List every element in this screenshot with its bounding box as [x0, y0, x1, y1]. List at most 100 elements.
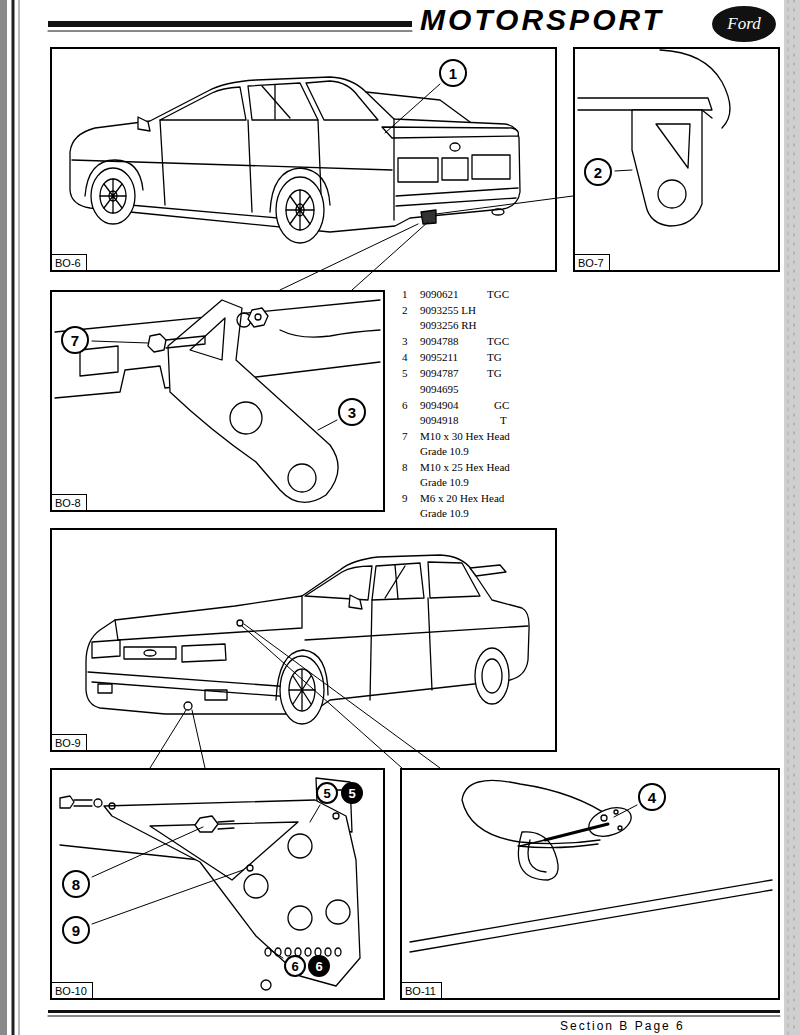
parts-table-cell: 4: [402, 350, 408, 365]
tow-bracket-rear-part: [190, 318, 225, 360]
callout-number: 4: [638, 783, 666, 811]
car-rear-view-part: [72, 160, 392, 170]
tow-plate-front-part: [335, 948, 341, 956]
callout-number-text: 6: [315, 960, 322, 973]
tow-bracket-rear-part: [148, 334, 166, 352]
car-rear-view-part: [306, 81, 378, 120]
car-rear-view-part: [442, 158, 468, 180]
car-rear-view-part: [396, 188, 518, 196]
parts-table-cell: GC: [494, 398, 509, 413]
parts-table-cell: 9: [402, 491, 408, 506]
bonnet-pin-part: [585, 802, 635, 841]
leader-lines-part: [310, 805, 320, 822]
tow-plate-front-part: [325, 948, 331, 956]
tow-plate-front-part: [244, 874, 268, 898]
tow-bracket-small-part: [632, 110, 702, 226]
car-front-view-part: [428, 598, 432, 690]
callout-number: 8: [62, 870, 90, 898]
car-rear-view-part: [492, 209, 504, 215]
car-front-view-part: [372, 563, 424, 600]
detail-lines-part: [150, 710, 186, 768]
tow-bracket-rear-part: [230, 402, 262, 434]
tow-plate-front-part: [109, 803, 115, 809]
bonnet-pin-part: [410, 890, 772, 952]
parts-table-cell: 9094695: [420, 382, 459, 397]
detail-lines-part: [192, 710, 205, 768]
bonnet-pin-part: [410, 880, 772, 942]
parts-table-cell: 9093255 LH: [420, 303, 476, 318]
car-front-view-part: [92, 640, 120, 658]
detail-lines: [150, 196, 573, 768]
car-rear-view-part: [396, 198, 516, 206]
tow-bracket-small-part: [658, 180, 686, 208]
figure-label: BO-8: [52, 494, 87, 510]
callout-number: 5: [316, 782, 338, 804]
tow-bracket-rear-part: [248, 308, 268, 327]
bonnet-pin-part: [518, 844, 598, 848]
parts-table-cell: 5: [402, 366, 408, 381]
leader-lines-part: [318, 420, 337, 430]
tow-plate-front-part: [60, 796, 74, 808]
bonnet-pin: [410, 780, 772, 952]
car-front-view-part: [124, 647, 176, 659]
header-logo-text: MOTORSPORT: [420, 3, 664, 37]
figure-panel: BO-61: [50, 47, 557, 272]
page-edge-part: [19, 0, 20, 1035]
tow-plate-front-part: [104, 800, 360, 986]
car-front-view-part: [182, 644, 226, 662]
page-footer: Section B Page 6: [560, 1019, 685, 1034]
figure-label: BO-10: [52, 982, 93, 998]
callout-number-text: 8: [72, 877, 80, 892]
page-edge-part: [12, 0, 15, 1035]
car-front-view-part: [305, 626, 528, 640]
car-rear-view-part: [276, 177, 324, 243]
car-front-view-part: [482, 659, 502, 693]
parts-table-cell: 9094904: [420, 398, 459, 413]
car-rear-view-part: [393, 119, 394, 220]
car-rear-view-part: [398, 158, 438, 182]
page-edge-part: [794, 0, 795, 1035]
car-rear-view-part: [286, 190, 314, 230]
bonnet-pin-part: [614, 810, 618, 814]
bonnet-pin-part: [520, 840, 545, 846]
car-rear-view-part: [286, 190, 314, 230]
parts-table-cell: 8: [402, 460, 408, 475]
callout-number-text: 5: [323, 787, 330, 800]
car-front-view-part: [86, 555, 529, 714]
tow-plate-front-part: [288, 834, 312, 858]
callout-number-text: 5: [348, 787, 355, 800]
tow-bracket-rear-part: [255, 314, 261, 320]
car-rear-view-part: [450, 143, 460, 151]
callout-number: 9: [62, 916, 90, 944]
car-rear-view-part: [472, 155, 510, 179]
parts-table-cell: TG: [487, 350, 502, 365]
parts-table-cell: 9094918: [420, 413, 459, 428]
callout-number: 1: [439, 59, 467, 87]
footer-rule: [48, 1010, 780, 1016]
car-front-view-part: [88, 672, 305, 688]
parts-table-cell: TG: [487, 366, 502, 381]
figure-panel: BO-9: [50, 528, 557, 752]
tow-plate-front-part: [305, 948, 311, 956]
detail-lines-part: [244, 624, 440, 768]
tow-bracket-small-part: [578, 98, 712, 110]
car-rear-view-part: [160, 87, 246, 120]
leader-lines-part: [270, 950, 283, 958]
logo-oval: Ford: [712, 6, 776, 42]
tow-bracket-small-part: [656, 124, 690, 168]
bonnet-pin-part: [528, 840, 546, 872]
figure-label: BO-11: [402, 982, 442, 998]
callout-number: 2: [584, 158, 612, 186]
parts-table-cell: M10 x 30 Hex Head Grade 10.9: [420, 429, 532, 459]
tow-plate-front-part: [94, 799, 102, 807]
car-rear-view-part: [274, 85, 275, 119]
figure-panel: BO-10558966: [50, 768, 385, 1000]
tow-plate-front: [60, 778, 360, 990]
header-rule-part: [48, 21, 412, 27]
page-edge-part: [788, 0, 789, 1035]
parts-table-cell: TGC: [487, 287, 509, 302]
callout-number-text: 7: [71, 333, 79, 348]
parts-table-cell: 9093256 RH: [420, 318, 477, 333]
